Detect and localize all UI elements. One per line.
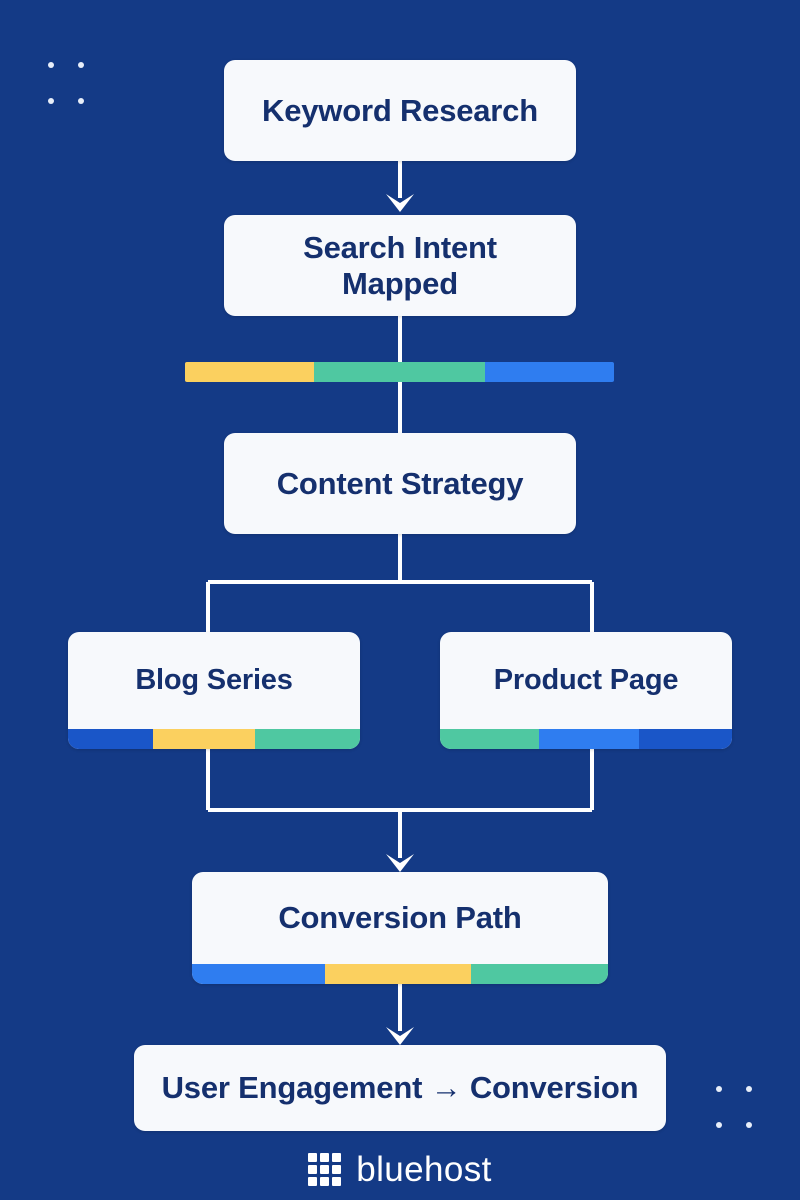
grid-cell [308,1177,318,1186]
flow-node-keyword-research[interactable]: Keyword Research [224,60,576,161]
flow-node-blog-series[interactable]: Blog Series [68,632,360,749]
decorative-dot [48,98,54,104]
grid-cell [308,1153,318,1162]
flow-node-label: Keyword Research [262,92,538,128]
bar-segment-green [470,964,608,984]
bar-segment-yellow [152,729,255,749]
dot-cluster-top-left [48,62,84,104]
flow-node-label: User Engagement → Conversion [161,1070,639,1105]
flow-node-label: Product Page [493,664,679,696]
bar-segment-green [313,362,486,382]
flow-node-conversion-path[interactable]: Conversion Path [192,872,608,984]
flow-node-progress-bar [68,729,360,749]
decorative-dot [746,1122,752,1128]
flow-node-user-engagement-conversion[interactable]: User Engagement → Conversion [134,1045,666,1131]
flow-node-label: Search Intent Mapped [303,229,497,301]
grid-cell [332,1165,342,1174]
bar-segment-blue [485,362,614,382]
bar-segment-green [440,729,540,749]
arrowhead-merge-to-conversion [386,854,414,872]
grid-cell [332,1177,342,1186]
bar-segment-yellow [185,362,314,382]
decorative-dot [716,1086,722,1092]
grid-cell [308,1165,318,1174]
decorative-dot [78,98,84,104]
flow-node-label: Conversion Path [278,900,522,935]
flow-node-label: Blog Series [135,664,293,696]
grid-3x3-icon [308,1153,342,1186]
flow-node-progress-bar [440,729,732,749]
flow-node-product-page[interactable]: Product Page [440,632,732,749]
flow-node-search-intent-mapped[interactable]: Search Intent Mapped [224,215,576,316]
flow-node-content-strategy[interactable]: Content Strategy [224,433,576,534]
grid-cell [332,1153,342,1162]
bar-segment-blue-dark [638,729,732,749]
grid-cell [320,1153,330,1162]
bar-segment-blue [192,964,326,984]
flow-node-progress-bar [192,964,608,984]
bar-segment-blue-dark [68,729,153,749]
dot-cluster-bottom-right [716,1086,752,1128]
brand-footer: bluehost [0,1152,800,1187]
bar-segment-green [254,729,360,749]
grid-cell [320,1177,330,1186]
brand-name: bluehost [356,1150,492,1189]
decorative-dot [746,1086,752,1092]
decorative-dot [78,62,84,68]
decorative-dot [48,62,54,68]
flow-node-label: Content Strategy [276,465,524,501]
bar-segment-blue [539,729,639,749]
grid-cell [320,1165,330,1174]
bar-segment-yellow [325,964,471,984]
decorative-dot [716,1122,722,1128]
content-mix-bar [185,362,614,382]
arrowhead-conversion-to-engagement [386,1027,414,1045]
arrowhead-keyword-to-intent [386,194,414,212]
